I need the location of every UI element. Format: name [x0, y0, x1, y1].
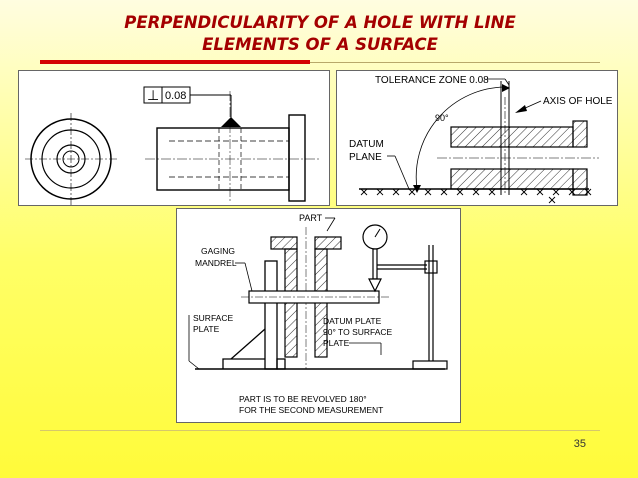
surface-plate-label-line1: SURFACE — [193, 313, 233, 323]
angle-plate — [222, 260, 286, 370]
side-view — [145, 91, 319, 202]
dial-indicator — [362, 224, 427, 293]
figure-inspection-setup: PART GAGING MANDREL SURFACE PLATE DATUM … — [176, 208, 461, 423]
part-label: PART — [299, 213, 323, 223]
note-line-1: PART IS TO BE REVOLVED 180° — [239, 394, 367, 404]
tolerance-value: 0.08 — [165, 90, 186, 102]
datum-plate-label-line3: PLATE — [323, 338, 350, 348]
slide-title: PERPENDICULARITY OF A HOLE WITH LINE ELE… — [60, 12, 580, 56]
axis-of-hole-label: AXIS OF HOLE — [543, 96, 613, 107]
page-number: 35 — [573, 438, 586, 450]
title-accent-rule — [40, 60, 310, 64]
title-line-1: PERPENDICULARITY OF A HOLE WITH LINE — [124, 13, 516, 32]
title-line-2: ELEMENTS OF A SURFACE — [202, 35, 438, 54]
datum-plate-label-line2: 90° TO SURFACE — [323, 327, 393, 337]
datum-label-line1: DATUM — [349, 139, 384, 150]
feature-control-frame: ⊥ 0.08 — [143, 86, 241, 127]
part-section — [437, 81, 599, 196]
datum-plane — [359, 188, 592, 196]
datum-plane-extension — [548, 196, 556, 204]
perpendicularity-symbol: ⊥ — [147, 87, 159, 103]
footer-divider — [40, 430, 600, 431]
mandrel-label-line2: MANDREL — [195, 258, 237, 268]
tolerance-zone-label: TOLERANCE ZONE 0.08 — [375, 75, 489, 86]
datum-label-line2: PLANE — [349, 152, 382, 163]
mandrel-label-line1: GAGING — [201, 246, 235, 256]
gaging-mandrel — [241, 290, 391, 304]
end-view — [25, 113, 117, 205]
angle-label: 90° — [435, 113, 449, 123]
figure-drawing-callout: ⊥ 0.08 — [18, 70, 330, 206]
figure-tolerance-zone: TOLERANCE ZONE 0.08 AXIS OF HOLE 90° DAT… — [336, 70, 618, 206]
indicator-stand — [412, 245, 448, 370]
datum-plate-label-line1: DATUM PLATE — [323, 316, 382, 326]
note-line-2: FOR THE SECOND MEASUREMENT — [239, 405, 383, 415]
surface-plate-label-line2: PLATE — [193, 324, 220, 334]
title-divider — [40, 62, 600, 63]
